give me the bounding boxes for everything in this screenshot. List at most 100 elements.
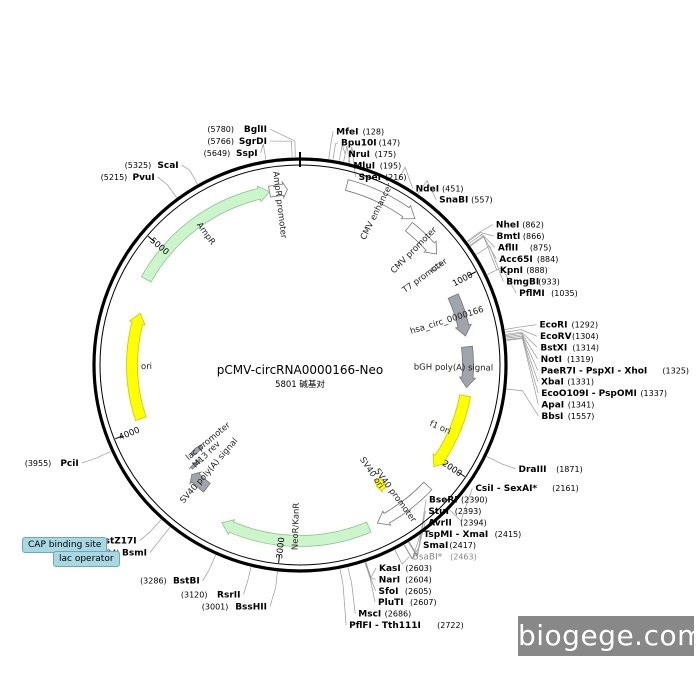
site-name: ApaI	[541, 401, 564, 411]
site-leader	[408, 499, 427, 557]
feature-f1-ori	[432, 394, 472, 468]
site-name: NheI	[496, 221, 519, 231]
feature-ampr-promoter	[268, 180, 288, 200]
site-name: AvrII	[428, 518, 452, 528]
site-leader	[417, 179, 437, 200]
restriction-site: NotI (1319)	[541, 355, 594, 365]
site-position: (1341)	[568, 401, 595, 410]
site-leader	[403, 544, 421, 560]
tick-mark	[278, 554, 280, 563]
site-name: XbaI	[541, 378, 564, 388]
tick-label: 3000	[275, 537, 287, 560]
tick-label: 4000	[118, 426, 142, 443]
site-position: (1331)	[567, 378, 594, 387]
site-position: (557)	[471, 196, 493, 205]
site-position: (2394)	[460, 518, 487, 527]
feature-lac-promoter	[189, 443, 203, 456]
restriction-site: DraIII(1871)	[519, 465, 583, 475]
site-leader	[505, 332, 538, 360]
site-leader	[157, 176, 177, 198]
site-leader	[506, 338, 539, 405]
restriction-site: AflII(875)	[498, 243, 552, 253]
plasmid-title: pCMV-circRNA0000166-Neo	[217, 363, 383, 377]
site-position: (175)	[375, 150, 397, 159]
site-name: EcoO109I - PspOMI	[541, 389, 637, 399]
restriction-site: Acc65I(884)	[499, 255, 558, 265]
site-name: StuI	[428, 507, 449, 517]
restriction-site: MscI(2686)	[358, 610, 411, 620]
restriction-site: SmaI(2417)	[423, 541, 476, 551]
restriction-site: BseRI(2390)	[429, 496, 488, 506]
restriction-site: ScaI(5325)	[125, 161, 179, 171]
site-name: CsiI - SexAI*	[475, 484, 537, 494]
restriction-site: SspI (5649)	[204, 149, 258, 159]
restriction-sites: BglII(5780)SgrDI(5766)SspI(5649)ScaI(532…	[25, 125, 689, 631]
site-leader	[505, 331, 538, 348]
site-position: (451)	[442, 184, 464, 193]
restriction-site: ApaI (1341)	[541, 401, 594, 411]
restriction-site: BstXI (1314)	[540, 344, 599, 354]
site-name: NdeI	[416, 184, 439, 194]
site-position: (866)	[523, 232, 545, 241]
site-position: (1035)	[551, 289, 578, 298]
restriction-site: BstBI(3286)	[140, 577, 200, 587]
site-name: PluTI	[378, 598, 404, 608]
site-name: Acc65I	[499, 255, 533, 265]
site-leader	[487, 267, 517, 294]
site-leader	[449, 488, 473, 522]
site-name: BstXI	[540, 344, 567, 354]
site-position: (5215)	[101, 173, 128, 182]
site-name: EcoRI	[539, 321, 567, 331]
site-position: (2393)	[455, 507, 482, 516]
site-position: (1292)	[571, 321, 598, 330]
site-name: BbsI	[541, 412, 563, 422]
restriction-site: EcoO109I - PspOMI(1337)	[541, 389, 667, 399]
feature-label: AmpR promoter	[270, 171, 288, 240]
site-name: SfoI	[379, 587, 399, 597]
site-leader	[505, 329, 538, 337]
site-leader	[339, 569, 347, 626]
site-position: (147)	[379, 139, 401, 148]
site-leader	[397, 166, 413, 189]
feature-arrows	[126, 179, 477, 547]
restriction-site: PciI(3955)	[25, 459, 79, 469]
feature-t7-promoter	[430, 261, 444, 273]
site-position: (3001)	[202, 602, 229, 611]
site-position: (1314)	[572, 344, 599, 353]
restriction-site: BssHII(3001)	[202, 602, 267, 612]
restriction-site: BglII(5780)	[207, 125, 267, 135]
site-leader	[504, 324, 537, 330]
site-position: (1557)	[568, 412, 595, 421]
site-leader	[347, 567, 356, 614]
restriction-site: NdeI(451)	[416, 184, 464, 194]
restriction-site: AvrII (2394)	[428, 518, 487, 528]
site-leader	[506, 335, 539, 382]
restriction-site: Bpu10I(147)	[341, 139, 400, 149]
site-name: NotI	[541, 355, 562, 365]
site-leader	[139, 519, 162, 541]
restriction-site: SpeI(216)	[359, 173, 407, 183]
site-position: (5649)	[204, 149, 231, 158]
site-name: SspI	[236, 149, 258, 159]
restriction-site: MluI(195)	[353, 161, 401, 171]
site-position: (2605)	[405, 587, 432, 596]
site-name: SmaI	[423, 541, 448, 551]
site-name: PciI	[60, 459, 78, 469]
site-leader	[332, 142, 339, 160]
site-leader	[506, 334, 539, 371]
restriction-site: MfeI(128)	[336, 127, 384, 137]
site-leader	[466, 224, 494, 242]
site-position: (1319)	[567, 355, 594, 364]
site-leader	[408, 522, 426, 558]
site-position: (875)	[530, 243, 552, 252]
feature-hsa-circ-0000166	[447, 293, 472, 337]
restriction-site: CsiI - SexAI*(2161)	[475, 484, 578, 494]
restriction-site: PluTI(2607)	[378, 598, 437, 608]
site-position: (2390)	[461, 496, 488, 505]
site-name: BsaBI*	[413, 553, 443, 563]
site-leader	[202, 554, 216, 581]
site-leader	[269, 128, 296, 158]
site-leader	[181, 164, 198, 185]
restriction-site: BmgBI(933)	[506, 278, 560, 288]
